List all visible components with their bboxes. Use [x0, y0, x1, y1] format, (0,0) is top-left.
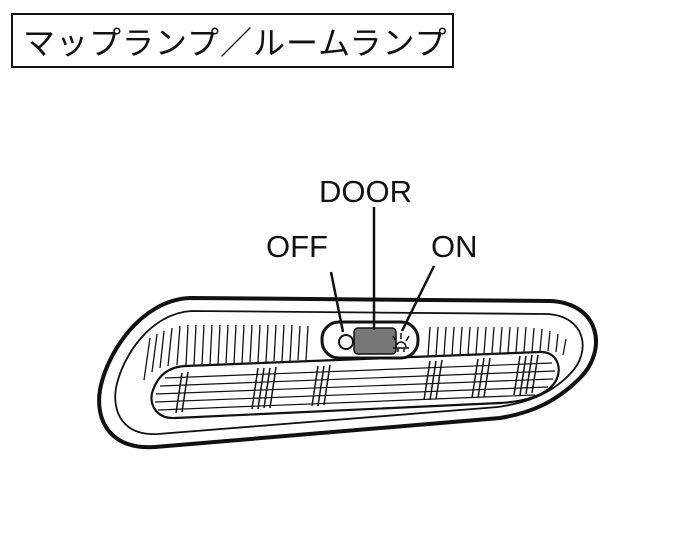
leader-off [329, 271, 345, 333]
switch-slider[interactable] [353, 327, 397, 355]
lamp-housing-rim [114, 310, 584, 435]
label-off: OFF [266, 229, 328, 264]
lens-hatch-clusters [175, 354, 539, 414]
lamp-on-symbol-icon [392, 333, 410, 352]
leader-lines [329, 207, 436, 333]
label-door: DOOR [319, 174, 412, 209]
off-symbol-icon [338, 334, 354, 350]
label-on: ON [431, 229, 478, 264]
rim-hatching [143, 324, 567, 381]
diagram-title: マップランプ／ルームランプ [11, 13, 454, 68]
leader-on [400, 265, 436, 332]
